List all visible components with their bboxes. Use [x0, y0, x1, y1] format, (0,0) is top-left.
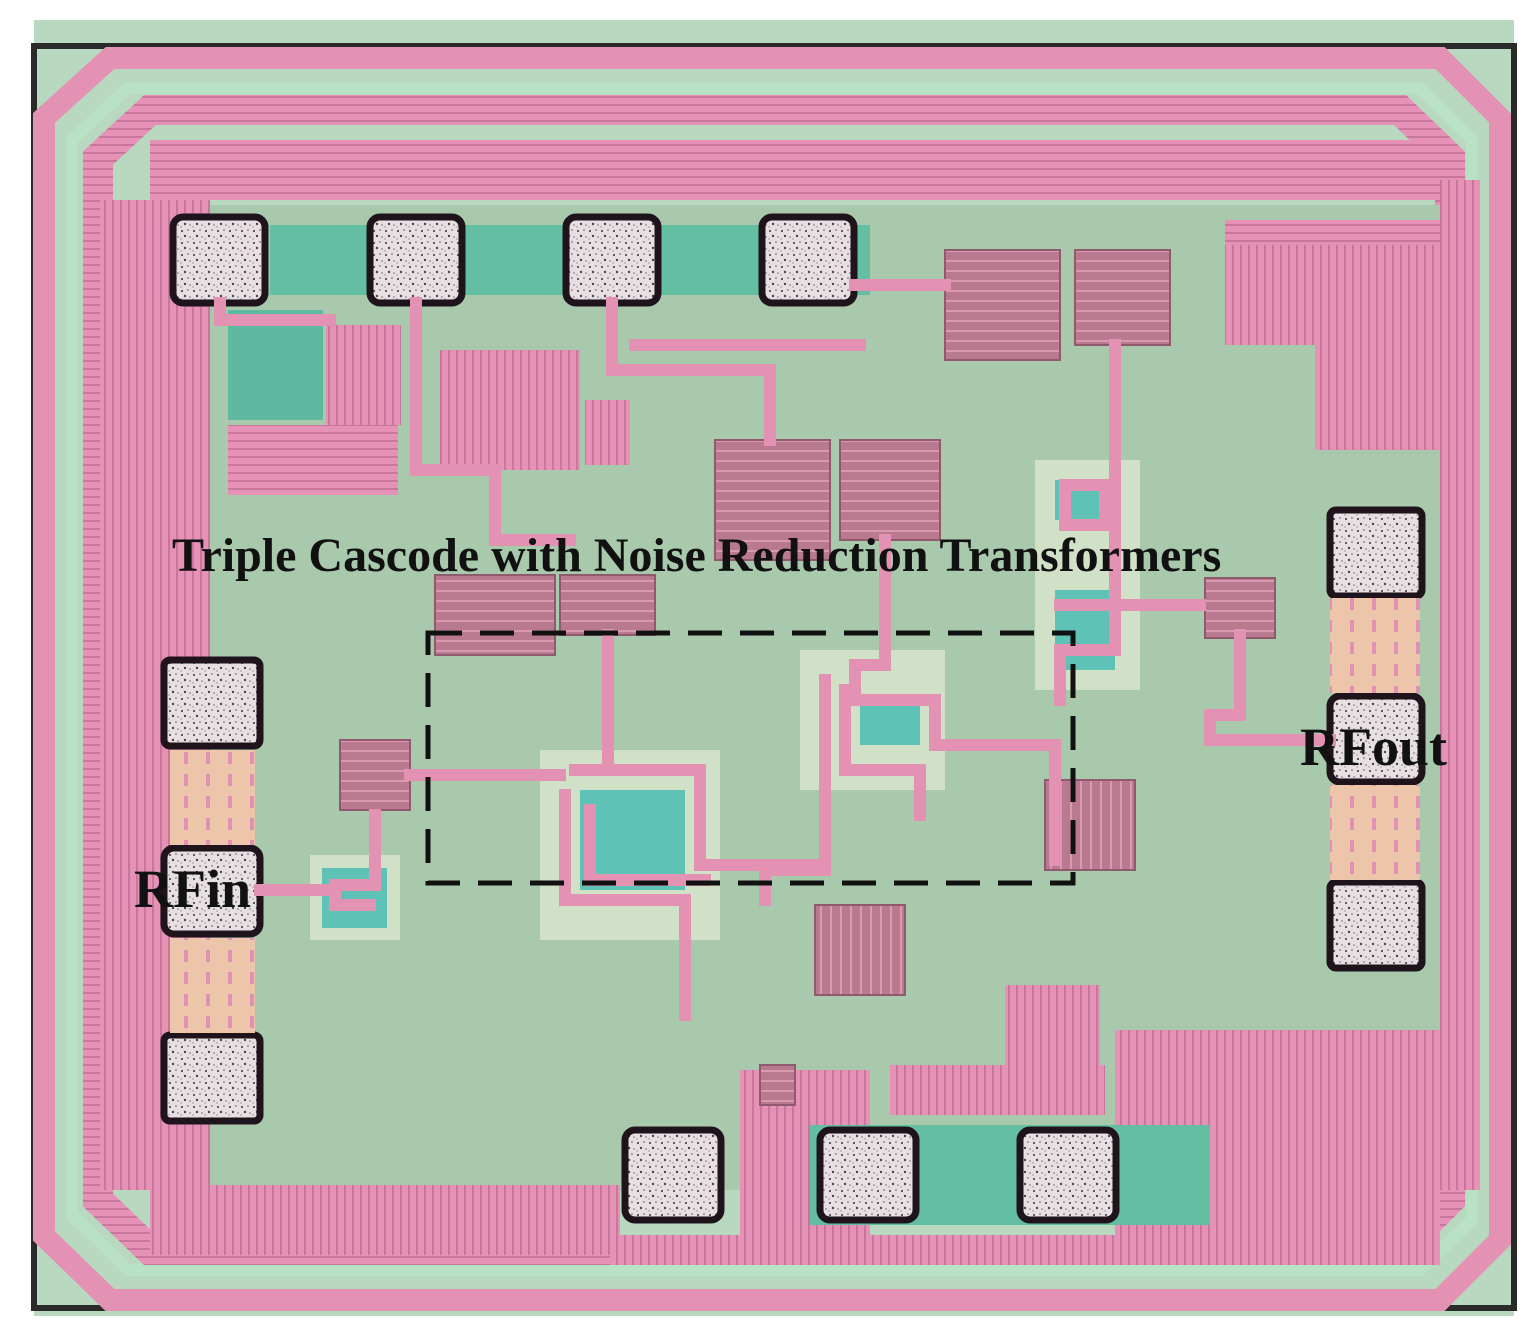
highlight-dashed-box — [425, 630, 1076, 886]
bottom-mid-stripe-block-2 — [890, 1065, 1105, 1115]
trace — [1054, 454, 1121, 706]
trace — [559, 789, 691, 1021]
top-right-stripe-block-3 — [1225, 245, 1315, 345]
right-metal-bus — [1440, 180, 1480, 1190]
green-plate — [228, 310, 323, 420]
bond-pad — [1326, 506, 1426, 600]
bond-pad — [816, 1126, 920, 1224]
transformer-input-core — [580, 790, 685, 890]
mid-stripe-group — [440, 350, 580, 470]
capacitor — [759, 1064, 796, 1106]
trace — [569, 764, 826, 871]
capacitors — [339, 249, 1276, 1106]
trace — [1059, 479, 1111, 531]
mid-stripe-group-2 — [585, 400, 630, 465]
top-right-stripe-block-2 — [1315, 245, 1440, 450]
guard-ring-outer — [33, 47, 1511, 1311]
caption-label: Triple Cascode with Noise Reduction Tran… — [172, 529, 1222, 582]
bond-pad — [562, 213, 662, 307]
capacitor — [434, 574, 556, 656]
output-decap-strip — [1330, 598, 1420, 693]
bond-pad — [169, 213, 269, 307]
bond-pad — [758, 213, 858, 307]
bond-pad — [621, 1126, 725, 1224]
capacitor — [714, 439, 831, 561]
bond-pad — [366, 213, 466, 307]
output-decap-strip-2 — [1330, 785, 1420, 880]
trace — [606, 297, 776, 446]
trace — [839, 684, 926, 821]
transformers — [310, 460, 1140, 940]
input-decap-strip — [170, 750, 255, 845]
capacitor — [814, 904, 906, 996]
capacitor — [339, 739, 411, 811]
trace — [849, 534, 1056, 751]
top-metal-bus — [150, 140, 1440, 200]
left-stripe-group-2 — [326, 325, 401, 425]
trace — [410, 297, 576, 546]
bond-pad — [1016, 1126, 1120, 1224]
guard-ring-inner — [66, 82, 1478, 1276]
trace — [584, 804, 711, 886]
left-stripe-group — [228, 425, 398, 495]
bond-pad — [1326, 878, 1426, 972]
trace — [214, 297, 336, 326]
capacitor — [839, 439, 941, 541]
capacitor — [1204, 577, 1276, 639]
bond-pad — [160, 656, 264, 750]
bottom-metal-bus — [150, 1185, 620, 1255]
capacitor — [559, 574, 656, 636]
bond-pad — [160, 1031, 264, 1125]
input-decap-strip-2 — [170, 938, 255, 1033]
capacitor — [944, 249, 1061, 361]
capacitor — [1074, 249, 1171, 346]
trace — [1204, 629, 1336, 746]
rfout-label: RFout — [1300, 717, 1447, 777]
interconnect-traces — [214, 279, 1336, 1021]
rfin-label: RFin — [134, 859, 252, 919]
